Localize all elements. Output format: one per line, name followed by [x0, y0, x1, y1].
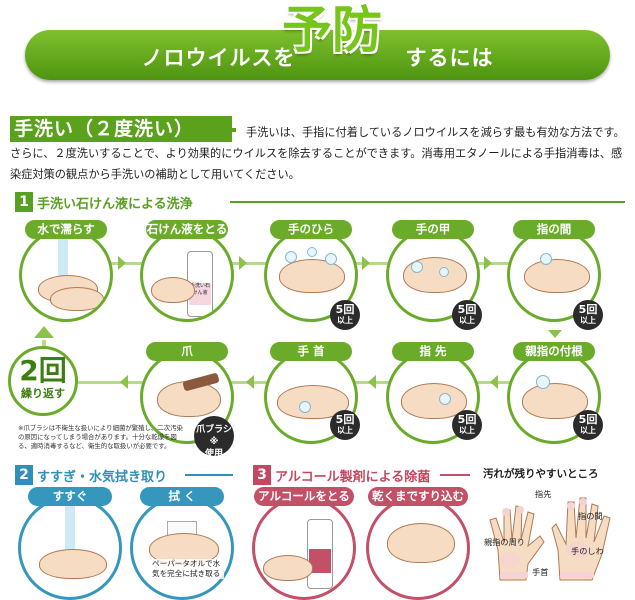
step-label: 指の間: [513, 220, 595, 239]
step-label: 拭 く: [140, 487, 224, 506]
hand-illustration: [279, 259, 345, 293]
arrow-right: [118, 256, 126, 270]
count-badge: 5回以上: [573, 410, 603, 440]
banner-text-post: するには: [405, 46, 494, 70]
arrow-right: [362, 256, 370, 270]
arrow-left: [246, 375, 254, 389]
section3-number: 3: [253, 465, 271, 485]
count-badge: 5回以上: [573, 300, 603, 330]
step-wet: 水で濡らす: [19, 220, 113, 322]
step-between-fingers: 指の間 5回以上: [507, 220, 603, 330]
count-badge: 5回以上: [330, 410, 360, 440]
hand-illustration: [524, 259, 590, 293]
step-dry: 拭 く: [130, 487, 234, 600]
soap-bubble: [540, 253, 552, 265]
section3-line: [440, 474, 470, 476]
step-label: 親指の付根: [513, 342, 595, 361]
arrow-left: [490, 375, 498, 389]
step-rub-until-dry: 乾くまですり込む: [366, 487, 470, 600]
step-rinse: すすぐ: [18, 487, 122, 600]
step-label: 手のひら: [270, 220, 352, 239]
section1-header: 1 手洗い石けん液による洗浄: [15, 192, 193, 212]
label-palm-wrinkles: 手のしわ: [571, 546, 604, 556]
step-label: 乾くまですり込む: [368, 487, 468, 506]
arrow-up: [34, 326, 54, 338]
section1-line: [230, 201, 625, 203]
water-stream: [58, 231, 68, 281]
step-soap: 石けん液をとる 手洗い石けん液: [140, 220, 234, 322]
handwash-title: 手洗い（２度洗い）: [10, 116, 232, 142]
step-label: 手の甲: [392, 220, 474, 239]
arrow-right: [239, 256, 247, 270]
towel-note: ペーパータオルで水気を完全に拭き取る: [152, 559, 224, 579]
hand-illustration: [387, 523, 455, 563]
soap-bubble: [536, 375, 550, 389]
section2-number: 2: [15, 465, 33, 485]
count-badge: 5回以上: [452, 300, 482, 330]
water-stream: [65, 499, 75, 559]
step-label: 指 先: [392, 342, 474, 361]
title-underline: [222, 128, 236, 132]
step-thumb-base: 親指の付根 5回以上: [507, 342, 603, 444]
label-wrist: 手首: [532, 567, 549, 577]
arrow-left: [120, 375, 128, 389]
count-badge: 5回以上: [330, 300, 360, 330]
section1-title: 手洗い石けん液による洗浄: [37, 196, 193, 212]
section3-title: アルコール製剤による除菌: [275, 469, 431, 485]
arrow-right: [484, 256, 492, 270]
label-around-thumb: 親指の周り: [484, 537, 525, 547]
banner-text-pre: ノロウイルスを: [141, 46, 296, 70]
arrow-down: [548, 330, 562, 338]
section2-line: [185, 474, 233, 476]
step-label: 水で濡らす: [25, 220, 107, 239]
step-label: 手 首: [270, 342, 352, 361]
label-between-fingers: 指の間: [578, 511, 603, 521]
brush-note: ※爪ブラシは不衛生な扱いにより細菌が繁殖し、二次汚染の原因になってしまう場合があ…: [18, 424, 183, 450]
soap-bubble: [299, 401, 311, 413]
arrow-left: [368, 375, 376, 389]
soap-bubble: [411, 261, 423, 273]
step-take-alcohol: アルコールをとる: [252, 487, 356, 600]
section3-header: 3 アルコール製剤による除菌: [253, 465, 430, 485]
hand-illustration: [151, 277, 195, 303]
dirty-areas-title: 汚れが残りやすいところ: [483, 468, 599, 480]
step-fingertips: 指 先 5回以上: [386, 342, 482, 444]
soap-bubble: [439, 393, 451, 405]
section2-title: すすぎ・水気拭き取り: [37, 469, 168, 485]
step-label: すすぐ: [28, 487, 112, 506]
count-badge: 5回以上: [452, 410, 482, 440]
banner-highlight: 予防: [282, 1, 382, 59]
step-back-of-hand: 手の甲 5回以上: [386, 220, 482, 330]
step-label: アルコールをとる: [254, 487, 354, 506]
dirty-areas-hands: [489, 497, 611, 581]
intro-text: 手洗いは、手指に付着しているノロウイルスを減らす最も有効な方法です。さらに、２度…: [10, 122, 630, 185]
nail-brush-badge: 爪ブラシ※ 使用: [194, 416, 234, 459]
step-palm: 手のひら 5回以上: [264, 220, 360, 330]
repeat-twice-badge: 2回 繰り返す: [8, 346, 78, 416]
step-label: 石けん液をとる: [146, 220, 228, 239]
title-banner: ノロウイルスを するには: [25, 30, 610, 80]
hand-illustration: [39, 549, 107, 579]
intro-body: 手洗いは、手指に付着しているノロウイルスを減らす最も有効な方法です。さらに、２度…: [10, 126, 625, 181]
alcohol-bottle-label: [309, 549, 331, 573]
section2-header: 2 すすぎ・水気拭き取り: [15, 465, 167, 485]
label-fingertips: 指先: [535, 489, 552, 499]
soap-bubble: [285, 251, 297, 263]
hand-illustration: [263, 555, 313, 581]
step-label: 爪: [146, 342, 228, 361]
step-wrist: 手 首 5回以上: [264, 342, 360, 444]
section1-number: 1: [15, 192, 33, 212]
